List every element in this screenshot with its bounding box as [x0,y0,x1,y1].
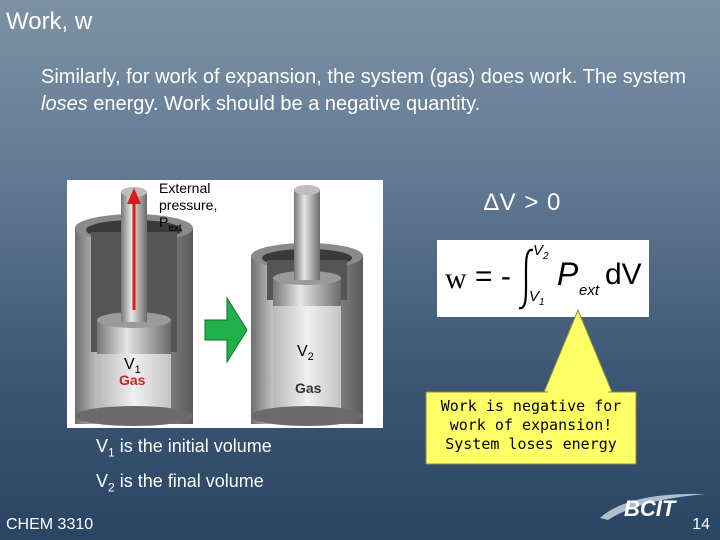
gas-right-label: Gas [295,380,322,396]
eq-p-sub: ext [579,282,600,299]
body-text-part1: Similarly, for work of expansion, the sy… [41,66,687,88]
page-number: 14 [692,516,710,533]
eq-equals: = - [475,260,511,293]
eq-lower-limit: V1 [529,288,545,308]
callout-text: Work is negative for work of expansion! … [440,397,622,453]
volume-note-final: V2 is the final volume [96,470,264,495]
volume-notes: V1 is the initial volume V2 is the final… [96,432,272,501]
svg-text:BCIT: BCIT [624,496,677,521]
eq-upper-limit: V2 [533,242,549,262]
v2-label: V2 [297,343,314,364]
work-equation: w = - V2 V1 P ext dV [437,240,649,317]
right-cylinder [251,185,363,426]
integral-sign [518,248,534,310]
body-text-part2: energy. Work should be a negative quanti… [87,93,481,115]
body-text-emphasis: loses [41,93,88,115]
eq-w: w [445,262,467,295]
eq-dv: dV [605,258,642,291]
callout-bubble [425,308,637,465]
green-arrow [204,296,248,364]
gas-left-label: Gas [119,372,146,388]
left-cylinder [75,187,193,426]
body-text: Similarly, for work of expansion, the sy… [41,64,701,118]
volume-note-initial: V1 is the initial volume [96,436,272,460]
piston-illustration: External pressure, Pext V1 Gas V2 Gas [67,180,383,428]
external-pressure-label: External pressure, Pext [159,180,218,234]
v1-label: V1 [124,356,141,377]
delta-v-label: ∆V > 0 [484,189,562,216]
bcit-logo-icon: BCIT [600,493,706,521]
slide-title: Work, w [6,8,93,35]
course-code: CHEM 3310 [6,516,94,533]
eq-p: P [557,256,579,292]
